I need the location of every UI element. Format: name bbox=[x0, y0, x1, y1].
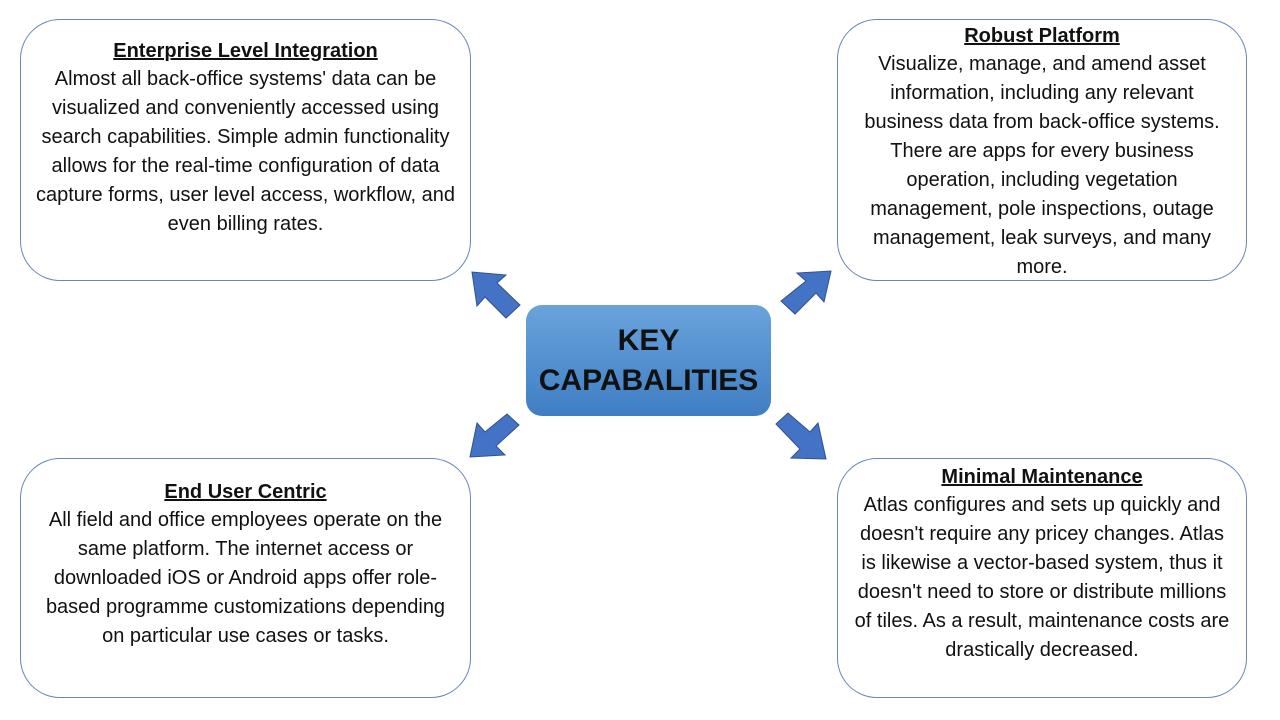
card-title: Robust Platform bbox=[964, 25, 1120, 47]
arrow-down-left-icon bbox=[469, 413, 520, 458]
arrow-up-left-icon bbox=[471, 271, 521, 319]
arrow-down-right-icon bbox=[775, 412, 827, 460]
center-label-line1: KEY bbox=[617, 323, 680, 357]
arrow-up-right-icon bbox=[780, 270, 832, 315]
card-enterprise-level-integration: Enterprise Level Integration Almost all … bbox=[20, 19, 471, 281]
card-body: Almost all back-office systems' data can… bbox=[35, 68, 456, 235]
center-label-line2: CAPABALITIES bbox=[538, 363, 759, 397]
key-capabilities-center-box: KEY CAPABALITIES bbox=[526, 305, 771, 416]
card-title: Minimal Maintenance bbox=[941, 466, 1143, 488]
card-title: Enterprise Level Integration bbox=[113, 40, 378, 62]
card-body: Visualize, manage, and amend asset infor… bbox=[864, 53, 1220, 278]
card-body: All field and office employees operate o… bbox=[45, 509, 446, 647]
card-end-user-centric: End User Centric All field and office em… bbox=[20, 458, 471, 698]
card-title: End User Centric bbox=[164, 481, 327, 503]
card-body: Atlas configures and sets up quickly and… bbox=[854, 494, 1230, 661]
card-robust-platform: Robust Platform Visualize, manage, and a… bbox=[837, 19, 1247, 281]
card-minimal-maintenance: Minimal Maintenance Atlas configures and… bbox=[837, 458, 1247, 698]
